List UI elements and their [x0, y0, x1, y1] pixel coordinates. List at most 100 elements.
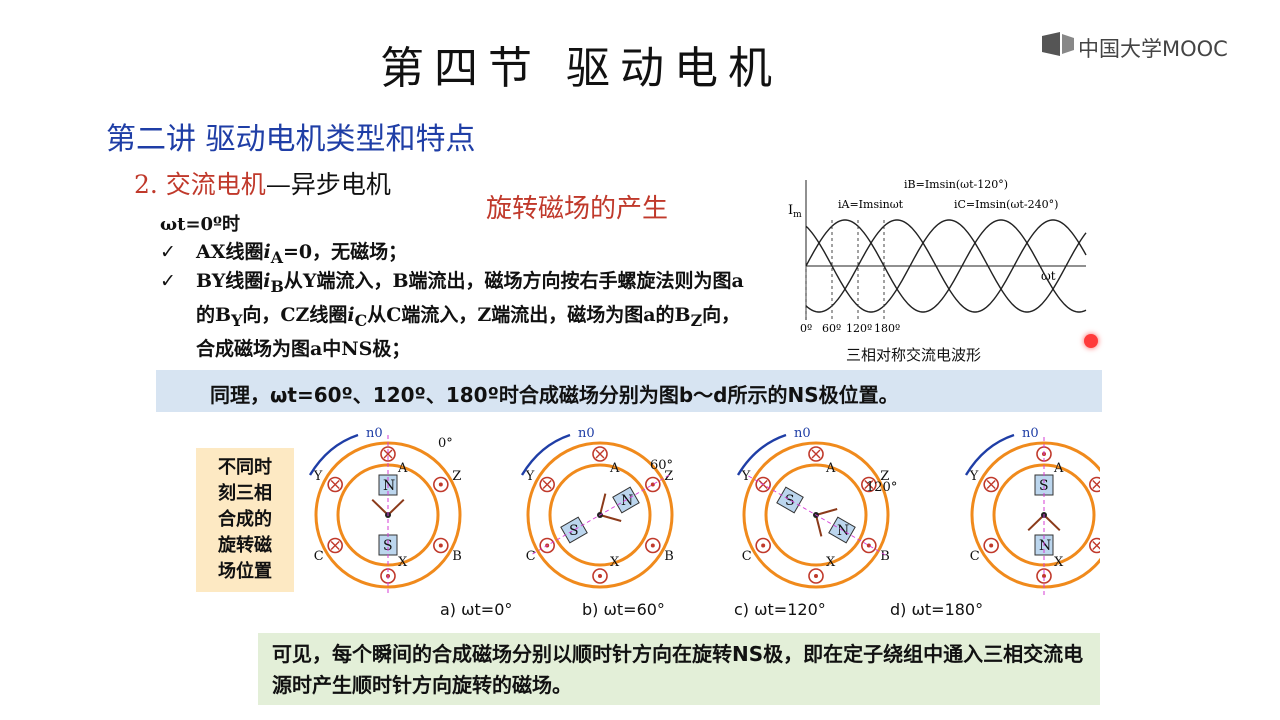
ia-label: iA=Imsinωt [838, 198, 904, 211]
slot-label-C: C [526, 549, 536, 564]
b1-i: i [263, 241, 271, 263]
cross-icon [383, 449, 393, 459]
pole-axis [530, 474, 670, 556]
page-title: 第四节 驱动电机 [380, 43, 782, 94]
b2-i3: i [347, 303, 355, 326]
slot-label-A: A [1053, 461, 1064, 476]
cross-icon [986, 480, 996, 489]
b2-p2: 从Y端流入，B端流出，磁场方向按右手螺旋法则为图a的B [196, 270, 744, 326]
check-icon: ✓ [160, 270, 176, 292]
waveform-caption: 三相对称交流电波形 [846, 346, 982, 364]
slot-label-C: C [314, 549, 324, 564]
dot-icon [989, 543, 994, 548]
rotation-arrow-icon [308, 433, 359, 476]
laser-pointer-icon [1084, 334, 1098, 348]
north-pole-label: N [1039, 538, 1051, 554]
b2-i1: i [263, 270, 271, 292]
conclusion-text: 可见，每个瞬间的合成磁场分别以顺时针方向在旋转NS极，即在定子绕组中通入三相交流… [272, 642, 1084, 697]
slot-B [1089, 537, 1100, 554]
slot-label-Z: Z [880, 469, 889, 484]
side-line: 不同时 [218, 457, 272, 478]
wave-ic [805, 219, 1087, 313]
angle-label: 0° [438, 436, 453, 451]
slot-label-Y: Y [969, 469, 979, 484]
b2-p4: 从C端流入，Z端流出，磁场为图a的B [367, 303, 691, 326]
slot-label-B: B [452, 549, 462, 564]
section-rest: —异步电机 [265, 170, 391, 199]
bullet-ax: ✓AX线圈iA=0，无磁场； [160, 238, 407, 272]
field-vector [599, 514, 622, 522]
tick-60: 60º [822, 322, 841, 335]
n0-label: n0 [794, 426, 811, 441]
wave-ib [805, 219, 1087, 313]
mooc-logo-icon [1042, 32, 1074, 56]
b2-s4: Z [690, 310, 703, 330]
slot-Z [1089, 476, 1100, 493]
section-number: 2. 交流电机 [134, 170, 266, 199]
dot-icon [814, 574, 818, 578]
b2-s2: Y [231, 310, 243, 330]
lecture-heading: 第二讲 驱动电机类型和特点 [106, 122, 476, 157]
south-pole-label: S [785, 493, 795, 509]
summary-box [156, 370, 1102, 412]
dot-icon [650, 543, 655, 548]
field-vector [599, 493, 607, 516]
slot-label-A: A [609, 461, 620, 476]
cross-icon [330, 480, 340, 489]
north-pole-label: N [621, 493, 633, 509]
rotation-arrow-icon [964, 433, 1015, 476]
side-line: 旋转磁 [218, 535, 272, 556]
slot-label-A: A [825, 461, 836, 476]
mooc-logo-text: 中国大学MOOC [1078, 37, 1228, 61]
slot-label-A: A [397, 461, 408, 476]
cross-icon [1092, 480, 1100, 489]
caption-b: b) ωt=60° [582, 600, 665, 619]
cross-icon [864, 480, 874, 489]
slot-label-B: B [880, 549, 890, 564]
side-line: 刻三相 [218, 483, 272, 504]
n0-label: n0 [1022, 426, 1039, 441]
caption-c: c) ωt=120° [734, 600, 826, 619]
bullet-by: ✓ BY线圈iB从Y端流入，B端流出，磁场方向按右手螺旋法则为图a的BY向，CZ… [160, 267, 760, 360]
n0-label: n0 [578, 426, 595, 441]
section-heading: 2. 交流电机—异步电机 [134, 165, 391, 201]
three-phase-waveform: Im ωt iA=Imsinωt iB=Imsin(ωt-120°) iC=Im… [788, 178, 1087, 335]
caption-a: a) ωt=0° [440, 600, 513, 619]
conclusion-box [258, 633, 1100, 705]
south-pole-label: S [383, 538, 393, 554]
cross-icon [811, 449, 821, 459]
slot-label-C: C [970, 549, 980, 564]
slot-label-X: X [1054, 555, 1064, 570]
dot-icon [438, 543, 443, 548]
slot-label-B: B [664, 549, 674, 564]
slot-label-X: X [398, 555, 408, 570]
rotation-arrow-icon [520, 433, 571, 476]
dot-icon [438, 482, 443, 487]
subtitle: 旋转磁场的产生 [486, 194, 669, 224]
b1-post: =0，无磁场； [282, 241, 408, 263]
b1-sub: A [270, 247, 283, 267]
b2-s3: C [354, 310, 368, 330]
angle-label: 120° [866, 480, 897, 495]
slot-label-Y: Y [313, 469, 323, 484]
slot-label-Y: Y [525, 469, 535, 484]
side-line: 合成的 [218, 509, 272, 530]
wave-ia [805, 219, 1087, 313]
side-label-box: 不同时 刻三相 合成的 旋转磁 场位置 [196, 448, 294, 592]
cross-icon [542, 480, 552, 489]
tick-guides [805, 220, 885, 320]
dot-icon [761, 543, 766, 548]
b1-pre: AX线圈 [196, 241, 264, 263]
cross-icon [330, 541, 340, 550]
tick-180: 180º [874, 322, 900, 335]
stator-outer-ring [526, 441, 674, 589]
stator-inner-ring [764, 463, 868, 567]
slot-label-C: C [742, 549, 752, 564]
field-vector [815, 514, 823, 537]
stator-outer-ring [742, 441, 890, 589]
b2-p3: 向，CZ线圈 [242, 303, 348, 326]
tick-120: 120º [846, 322, 872, 335]
dot-icon [650, 482, 655, 487]
